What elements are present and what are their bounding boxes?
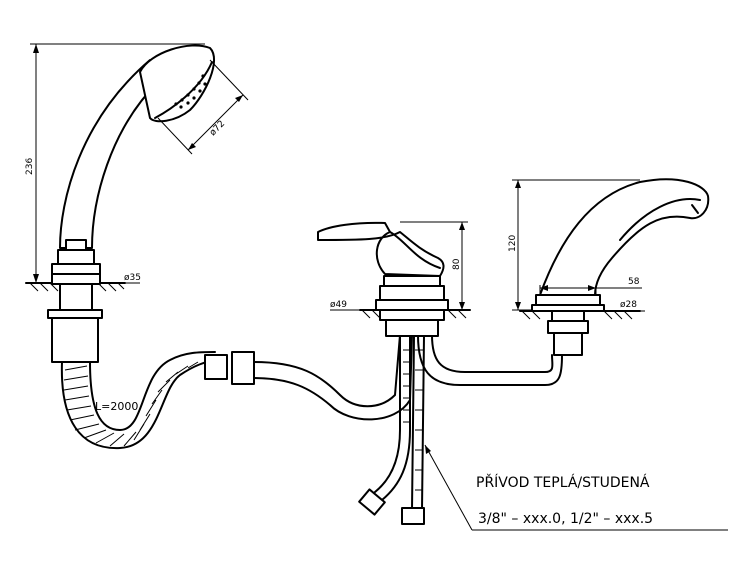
hose-nut-1 (204, 354, 228, 380)
holder-ring (57, 249, 95, 265)
spout-locknut (547, 320, 589, 334)
hand-shower: 236 ø72 (25, 43, 255, 450)
holder-top (65, 239, 87, 251)
dim-49-label: ø49 (330, 300, 347, 310)
dim-236-label: 236 (25, 158, 35, 175)
supply-hoses (358, 335, 728, 531)
flexible-hose (60, 359, 216, 450)
supply-nut-hot (358, 488, 386, 516)
mixer-lever (317, 221, 445, 277)
dim-28-label: ø28 (620, 300, 637, 310)
dim-72-label: ø72 (208, 119, 227, 138)
mixer-body (379, 285, 445, 301)
holder-nut (51, 263, 101, 275)
holder-locknut (47, 309, 103, 319)
supply-nut-cold (401, 507, 425, 525)
dim-line-72 (157, 59, 249, 155)
hose-nut-2 (231, 351, 255, 385)
supply-sizes: 3/8" – xxx.0, 1/2" – xxx.5 (478, 511, 653, 527)
shower-nozzles (174, 74, 207, 109)
dim-line-58 (539, 285, 642, 296)
connection-pipes (253, 334, 563, 421)
mixer: 80 ø49 (317, 221, 471, 337)
mixer-locknut (385, 319, 439, 337)
spout-fitting (553, 332, 583, 356)
hose-length-label: L=2000 (95, 400, 138, 413)
dim-58-label: 58 (628, 277, 640, 287)
hose-fitting (51, 317, 99, 363)
shower-head (139, 44, 216, 123)
holder-shank (59, 283, 93, 311)
spout: 120 58 ø28 (508, 178, 710, 356)
dim-line-120 (512, 179, 640, 311)
dim-line-80 (400, 221, 468, 311)
supply-title: PŘÍVOD TEPLÁ/STUDENÁ (476, 474, 650, 491)
dim-120-label: 120 (508, 235, 518, 252)
spout-body (539, 178, 710, 296)
dim-80-label: 80 (452, 258, 462, 270)
dim-35-label: ø35 (124, 273, 141, 283)
